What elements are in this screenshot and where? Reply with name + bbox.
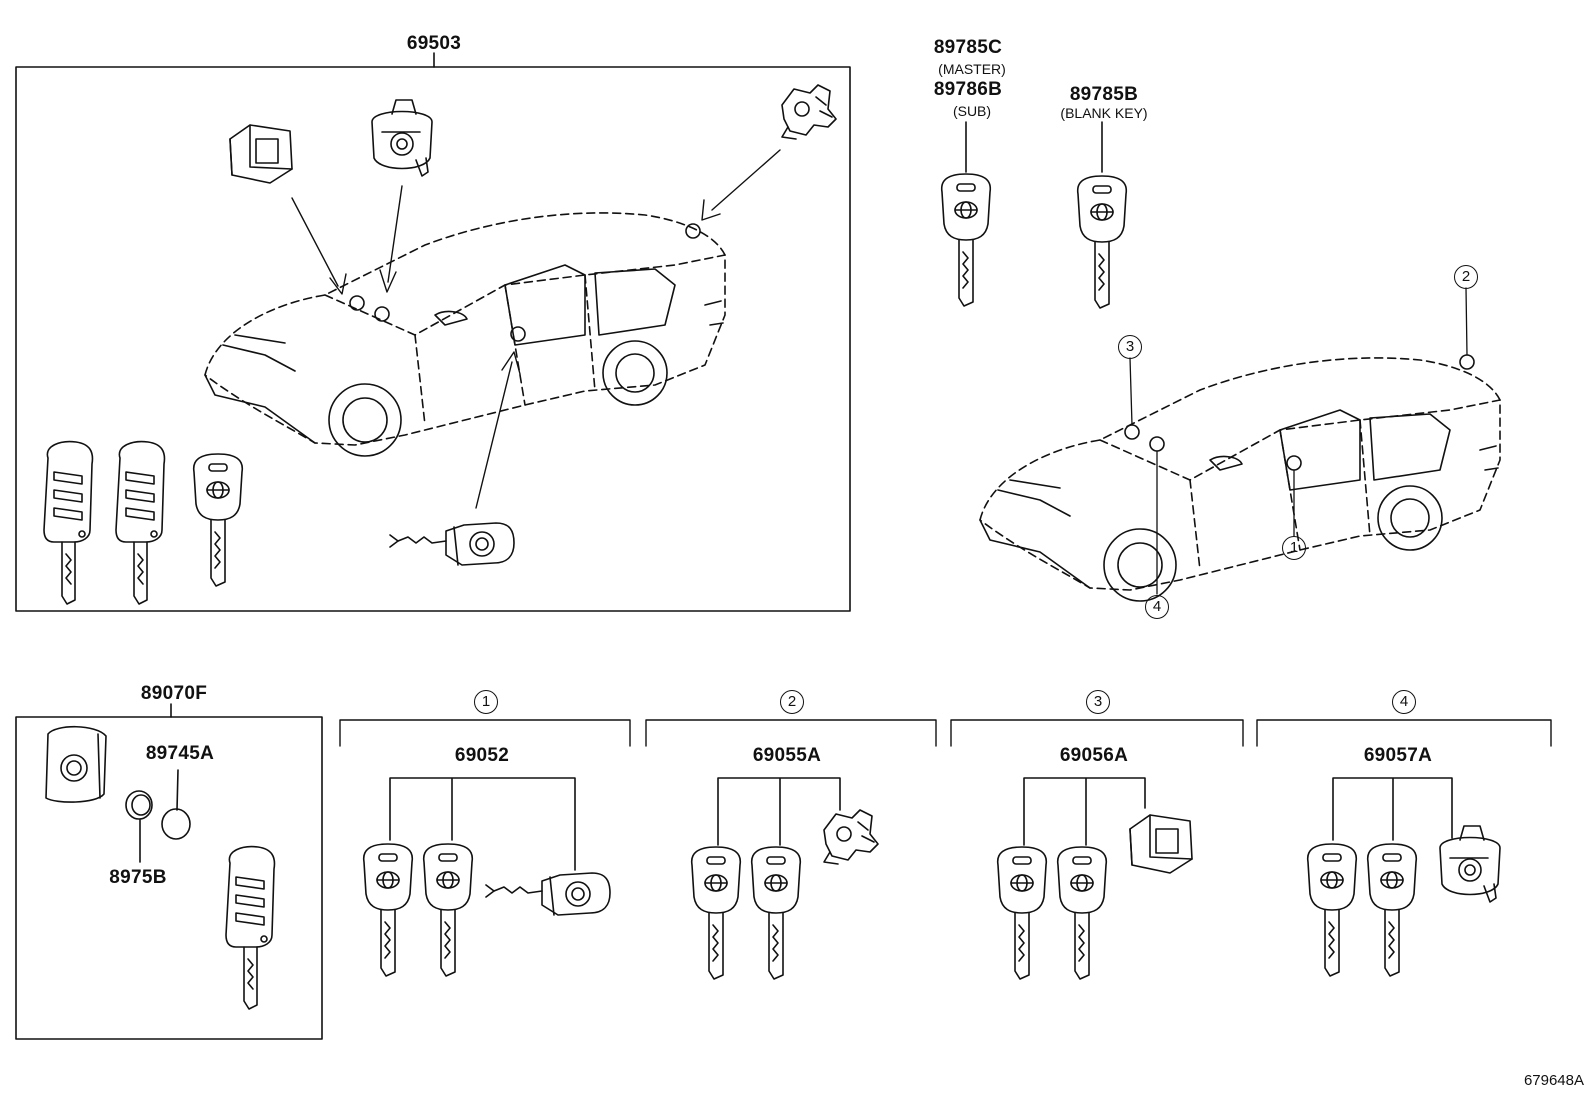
part-number-sub-key: 89786B: [933, 79, 1003, 100]
part-number-69057A: 69057A: [1363, 745, 1433, 766]
group-3-glove-box-cylinder: [1129, 814, 1193, 874]
location-leaders-right: [1129, 287, 1468, 595]
trunk-lock-left: [781, 84, 837, 140]
master-sub-key: [940, 173, 992, 307]
reference-code: 679648A: [1523, 1072, 1584, 1089]
group-1-key-1: [362, 843, 414, 977]
door-cylinder-left: [389, 522, 515, 566]
callout-1: 1: [1282, 536, 1306, 560]
location-dots-left: [349, 223, 701, 342]
part-number-89745A: 89745A: [145, 743, 215, 764]
part-number-69056A: 69056A: [1059, 745, 1129, 766]
note-blank-key: (BLANK KEY): [1060, 105, 1148, 121]
group-4-ignition-cylinder: [1439, 825, 1501, 903]
group-brackets: [339, 719, 1552, 747]
battery-cover: [161, 808, 191, 840]
leader-89745A: [176, 769, 179, 811]
group-4-marker: 4: [1392, 690, 1416, 714]
pointer-arrows-left: [291, 149, 781, 509]
part-number-69503: 69503: [406, 33, 462, 54]
glove-box-cylinder-left: [229, 124, 293, 184]
note-master: (MASTER): [938, 61, 1006, 77]
box-69503: [15, 66, 851, 612]
group-3-key-2: [1056, 846, 1108, 980]
part-number-8975B: 8975B: [109, 867, 167, 888]
note-sub: (SUB): [952, 103, 992, 119]
ignition-cylinder-left: [371, 99, 433, 177]
part-number-master-key: 89785C: [933, 37, 1003, 58]
callout-4: 4: [1145, 595, 1169, 619]
remote-key-left-2: [115, 440, 166, 605]
part-number-89070F: 89070F: [140, 683, 208, 704]
group-2-trunk-lock: [823, 809, 879, 865]
remote-key-transmitter: [225, 845, 276, 1010]
master-key-left: [192, 453, 244, 587]
group-2-key-2: [750, 846, 802, 980]
remote-key-left-1: [43, 440, 94, 605]
group-4-key-2: [1366, 843, 1418, 977]
group-1-key-2: [422, 843, 474, 977]
group-2-marker: 2: [780, 690, 804, 714]
transmitter-case: [45, 725, 107, 803]
callout-2: 2: [1454, 265, 1478, 289]
group-4-leaders: [1332, 777, 1453, 841]
car-illustration-left: [204, 212, 726, 457]
battery-cell: [125, 790, 153, 820]
part-number-69055A: 69055A: [752, 745, 822, 766]
group-2-leaders: [717, 777, 841, 846]
group-2-key-1: [690, 846, 742, 980]
part-number-69052: 69052: [454, 745, 510, 766]
group-3-leaders: [1023, 777, 1146, 846]
group-3-marker: 3: [1086, 690, 1110, 714]
blank-key: [1076, 175, 1128, 309]
box-89070F: [15, 716, 323, 1040]
group-4-key-1: [1306, 843, 1358, 977]
callout-3: 3: [1118, 335, 1142, 359]
group-1-marker: 1: [474, 690, 498, 714]
group-1-door-cylinder: [485, 872, 611, 916]
group-3-key-1: [996, 846, 1048, 980]
part-number-blank-key: 89785B: [1069, 84, 1139, 105]
car-illustration-right: [979, 357, 1501, 602]
group-1-leaders: [389, 777, 576, 871]
